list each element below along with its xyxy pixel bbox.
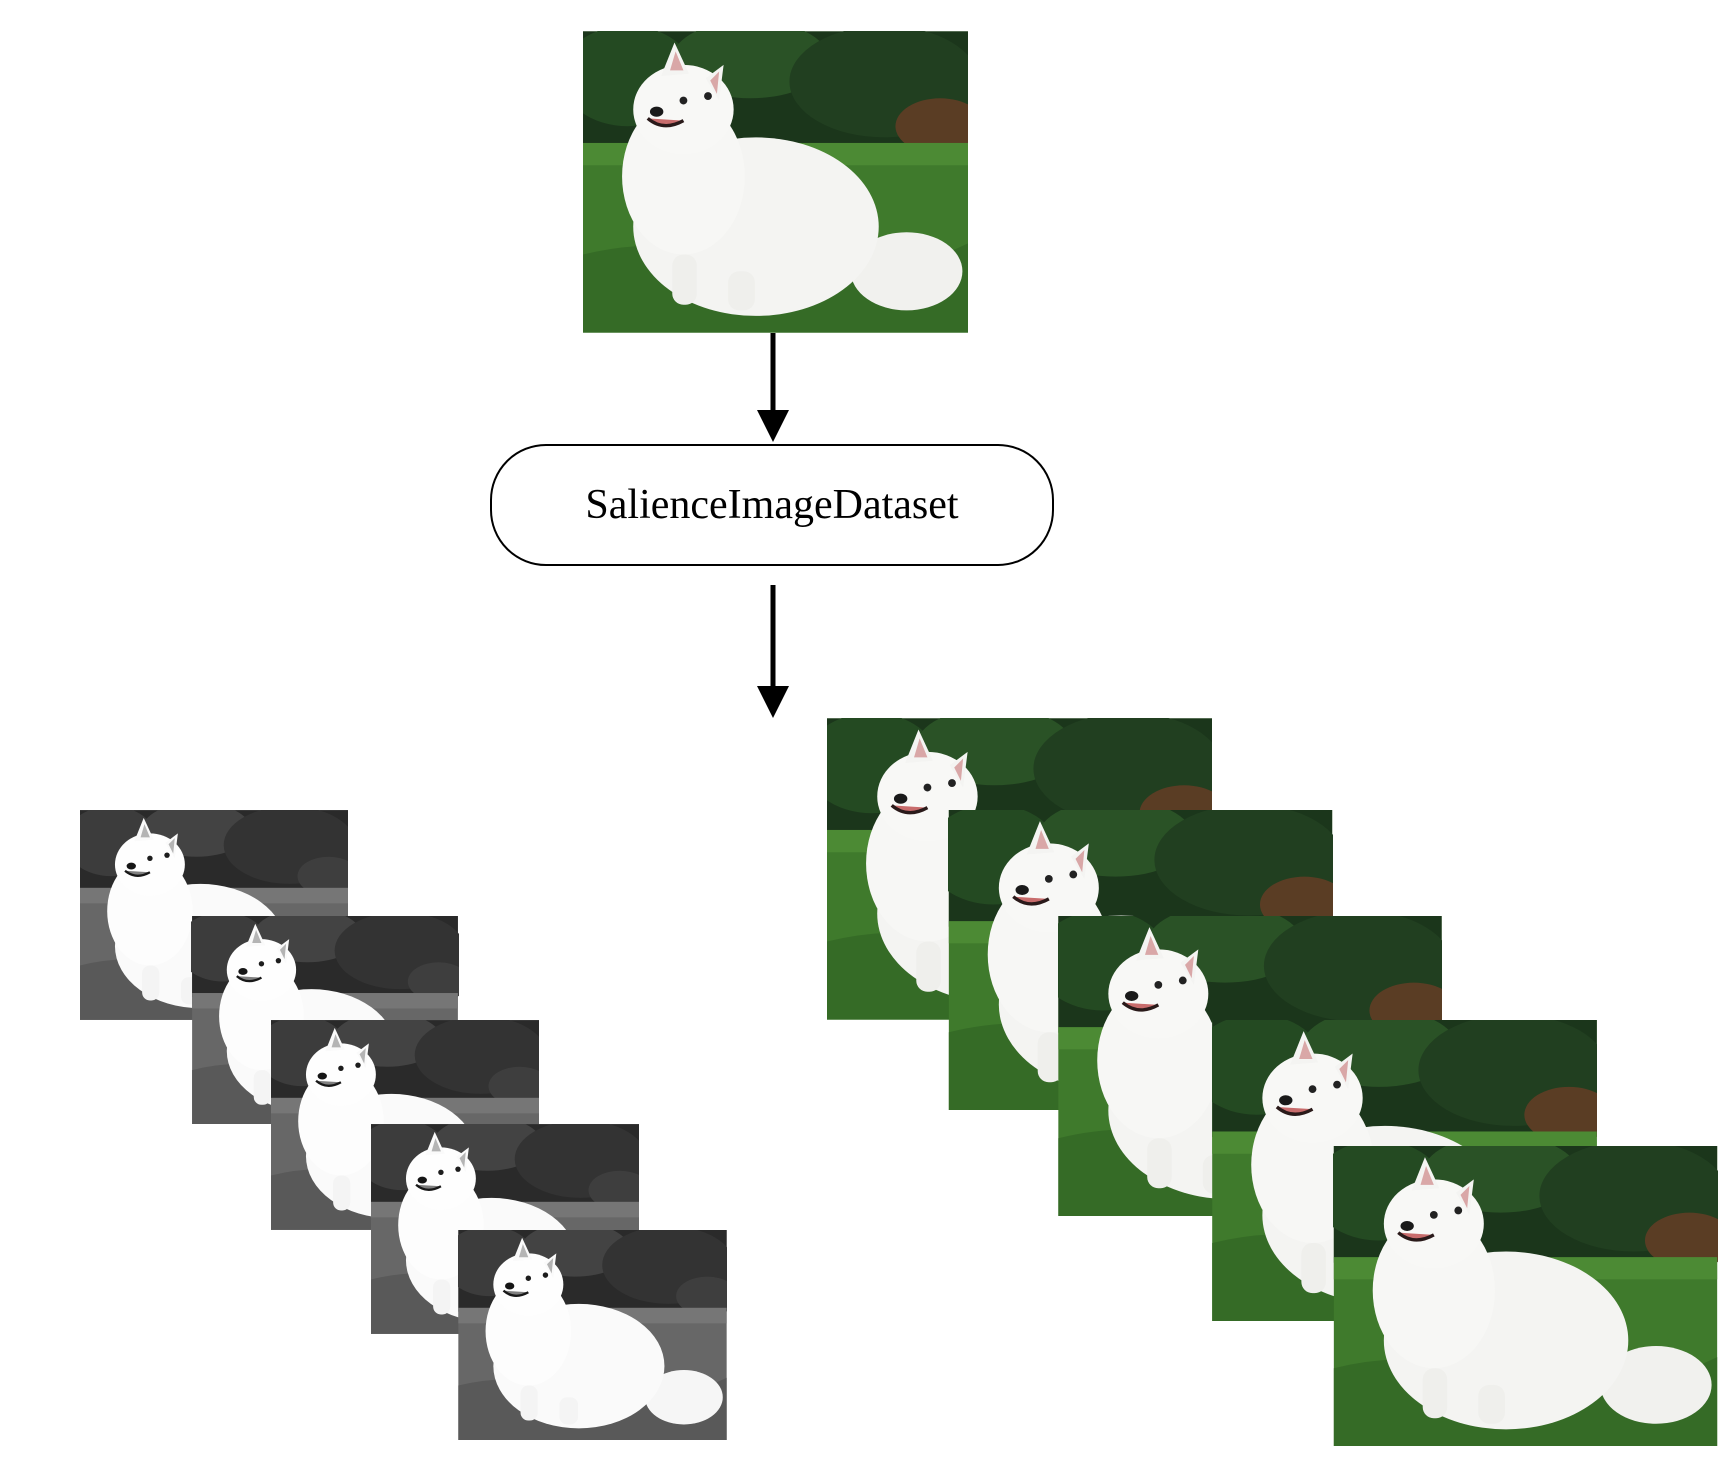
arrow-node-to-outputs bbox=[757, 585, 789, 718]
arrow-source-to-node bbox=[757, 333, 789, 442]
node-label: SalienceImageDataset bbox=[585, 482, 959, 528]
salience-image-dataset-node: SalienceImageDataset bbox=[490, 444, 1054, 566]
